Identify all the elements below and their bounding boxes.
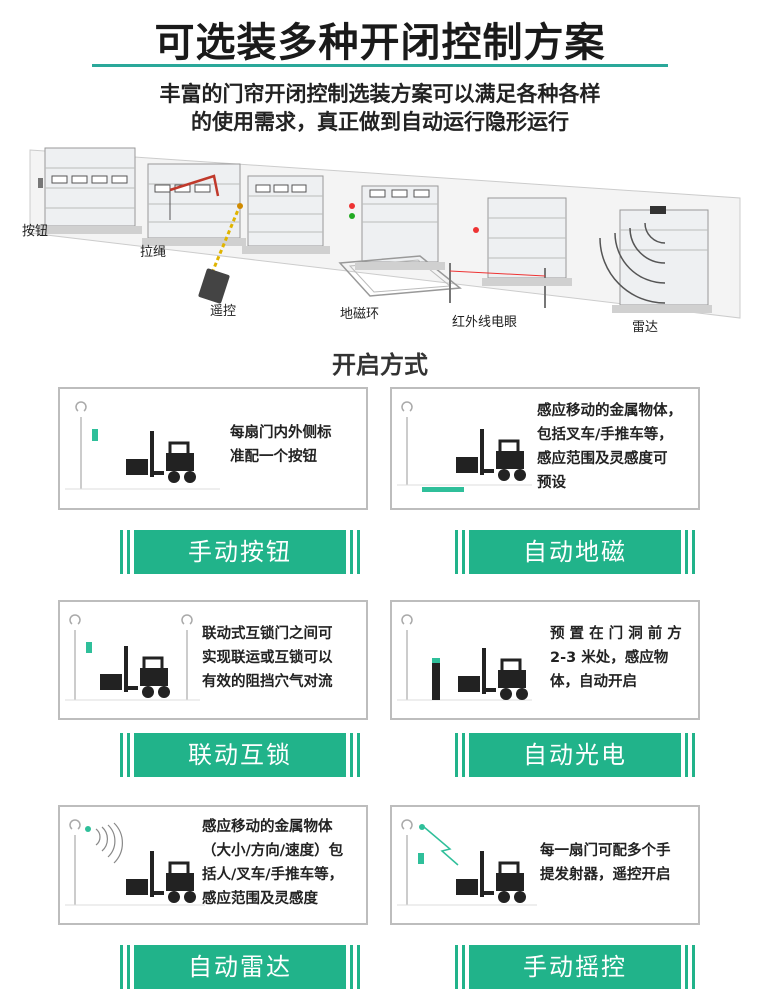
door-6 [599, 206, 712, 313]
card-text-auto-magnetic: 感应移动的金属物体， 包括叉车/手推车等， 感应范围及灵感度可 预设 [537, 403, 682, 491]
door-scene-drawing [29, 147, 741, 319]
forklift-photoelectric-illustration [397, 614, 532, 701]
forklift-interlock-illustration [65, 614, 200, 701]
scene-label-radar: 雷达 [632, 320, 659, 335]
mode-label-auto-radar: 自动雷达 [188, 953, 292, 981]
forklift-icon [458, 648, 528, 700]
mode-button-manual-button[interactable]: 手动按钮 [120, 530, 360, 574]
forklift-icon [126, 851, 196, 903]
forklift-radar-illustration [65, 819, 205, 906]
forklift-icon [456, 851, 526, 903]
card-manual-remote: 每一扇门可配多个手 提发射器，遥控开启 [390, 805, 700, 925]
forklift-magnetic-illustration [397, 401, 532, 492]
door-4 [338, 185, 462, 297]
forklift-icon [100, 646, 170, 698]
card-auto-magnetic: 感应移动的金属物体， 包括叉车/手推车等， 感应范围及灵感度可 预设 [390, 387, 700, 510]
card-auto-radar: 感应移动的金属物体 （大小/方向/速度）包 括人/叉车/手推车等， 感应范围及灵… [58, 805, 368, 925]
forklift-icon [456, 429, 526, 481]
forklift-remote-illustration [397, 819, 537, 906]
forklift-button-illustration [65, 401, 220, 490]
mode-button-auto-magnetic[interactable]: 自动地磁 [455, 530, 695, 574]
mode-button-auto-radar[interactable]: 自动雷达 [120, 945, 360, 989]
card-text-interlock: 联动式互锁门之间可 实现联运或互锁可以 有效的阻挡穴气对流 [202, 626, 333, 690]
mode-label-interlock: 联动互锁 [188, 741, 292, 769]
mode-label-auto-magnetic: 自动地磁 [523, 538, 627, 566]
card-text-auto-photoelectric: 预 置 在 门 洞 前 方 2-3 米处，感应物 体，自动开启 [550, 626, 682, 690]
door-2 [142, 163, 246, 246]
card-auto-photoelectric: 预 置 在 门 洞 前 方 2-3 米处，感应物 体，自动开启 [390, 600, 700, 720]
door-5 [449, 197, 572, 308]
door-scene-illustration: 按钮 拉绳 遥控 地磁环 红外线电眼 雷达 [0, 138, 760, 343]
door-3 [242, 175, 330, 254]
card-text-manual-button: 每扇门内外侧标 准配一个按钮 [230, 425, 332, 465]
page-title: 可选装多种开闭控制方案 [154, 20, 606, 66]
mode-button-auto-photoelectric[interactable]: 自动光电 [455, 733, 695, 777]
subtitle-line-1: 丰富的门帘开闭控制选装方案可以满足各种各样 [159, 82, 601, 106]
card-manual-button: 每扇门内外侧标 准配一个按钮 [58, 387, 368, 510]
mode-label-manual-remote: 手动摇控 [523, 953, 627, 981]
scene-label-infrared: 红外线电眼 [452, 315, 518, 330]
scene-label-button: 按钮 [22, 224, 49, 239]
mode-button-interlock[interactable]: 联动互锁 [120, 733, 360, 777]
card-interlock: 联动式互锁门之间可 实现联运或互锁可以 有效的阻挡穴气对流 [58, 600, 368, 720]
scene-label-pull-rope: 拉绳 [140, 245, 167, 260]
card-text-manual-remote: 每一扇门可配多个手 提发射器，遥控开启 [540, 843, 671, 883]
subtitle-line-2: 的使用需求，真正做到自动运行隐形运行 [191, 110, 569, 134]
scene-label-ground-loop: 地磁环 [340, 307, 380, 322]
mode-button-manual-remote[interactable]: 手动摇控 [455, 945, 695, 989]
mode-label-auto-photoelectric: 自动光电 [523, 741, 627, 769]
forklift-icon [126, 431, 196, 483]
section-heading: 开启方式 [332, 351, 428, 379]
scene-label-remote: 遥控 [210, 304, 237, 319]
mode-label-manual-button: 手动按钮 [188, 538, 292, 566]
door-1 [38, 147, 142, 234]
card-text-auto-radar: 感应移动的金属物体 （大小/方向/速度）包 括人/叉车/手推车等， 感应范围及灵… [202, 819, 344, 907]
title-underline [92, 64, 668, 67]
